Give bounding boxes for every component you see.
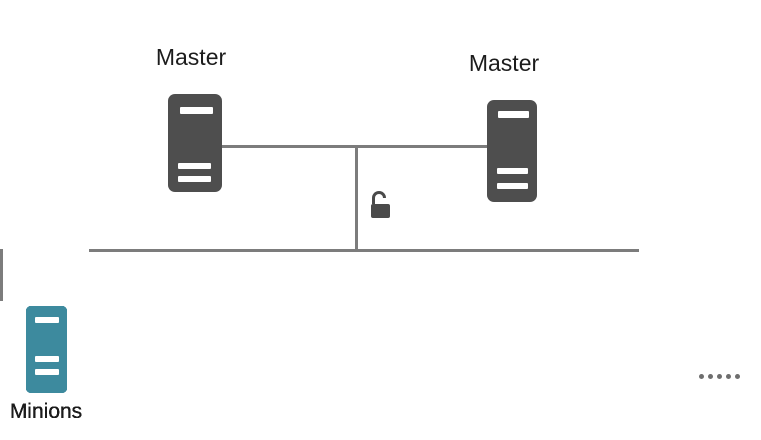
minion-2-label: Minions — [9, 400, 83, 423]
master-to-master-link-line — [222, 145, 487, 148]
minion-drop-line-7 — [0, 249, 3, 301]
ellipsis-dot — [699, 374, 704, 379]
ellipsis-dot — [708, 374, 713, 379]
server-stripe — [34, 356, 59, 362]
master-1-label: Master — [155, 44, 227, 70]
minion-6-label: Minions — [9, 400, 83, 423]
server-stripe — [497, 183, 528, 189]
open-padlock-icon — [370, 190, 392, 220]
minion-3-label: Minions — [9, 400, 83, 423]
padlock-shackle-gap — [382, 198, 387, 205]
minion-bus-line — [89, 249, 639, 252]
minion-7-label: Minions — [9, 400, 83, 423]
ellipsis-dot — [735, 374, 740, 379]
padlock-body — [371, 204, 390, 218]
minion-1-label: Minions — [9, 400, 83, 423]
master-bus-drop-line — [355, 145, 358, 251]
ellipsis-dot — [717, 374, 722, 379]
master-1-server-icon — [168, 94, 222, 192]
ellipsis-dot — [726, 374, 731, 379]
server-stripe — [178, 163, 211, 169]
server-stripe — [497, 168, 528, 174]
server-stripe — [180, 107, 213, 114]
padlock-shackle — [372, 191, 386, 204]
server-stripe — [178, 176, 211, 182]
master-2-server-icon — [487, 100, 537, 202]
server-stripe — [34, 317, 59, 323]
server-stripe — [498, 111, 529, 118]
ellipsis-dots-icon — [699, 374, 740, 379]
minion-server-icon — [25, 306, 67, 393]
server-stripe — [34, 369, 59, 375]
minion-5-label: Minions — [9, 400, 83, 423]
minion-4-label: Minions — [9, 400, 83, 423]
minion-node-7: Minions — [0, 306, 92, 424]
master-2-label: Master — [468, 50, 540, 76]
